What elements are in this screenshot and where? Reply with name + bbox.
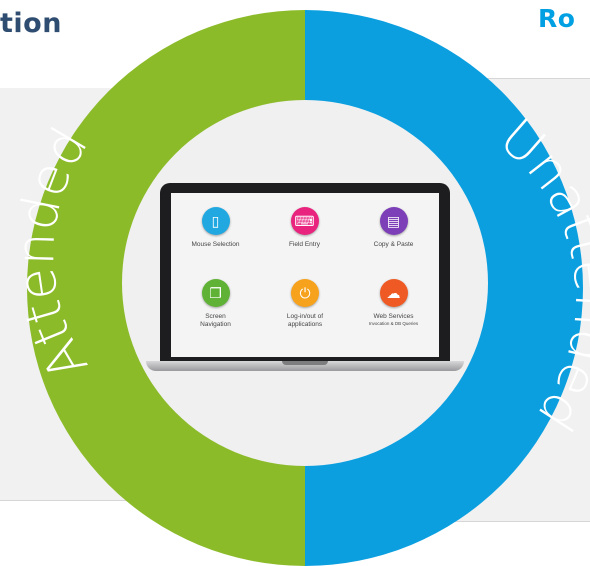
app-login-logout: ⏻ Log-in/out of applications	[265, 279, 345, 328]
app-label: Copy & Paste	[373, 241, 414, 248]
app-label: Field Entry	[288, 241, 321, 248]
app-screen-navigation: ❐ Screen Navigation	[183, 279, 248, 328]
app-label: Mouse Selection	[191, 241, 240, 248]
laptop-screen: ▯ Mouse Selection ⌨ Field Entry ▤ Copy &…	[171, 193, 439, 357]
power-icon: ⏻	[291, 279, 319, 307]
right-heading: Ro	[538, 4, 576, 33]
laptop-notch	[282, 361, 328, 365]
cloud-icon: ☁	[379, 279, 408, 307]
app-label: Log-in/out of applications	[286, 313, 324, 328]
laptop-bezel: ▯ Mouse Selection ⌨ Field Entry ▤ Copy &…	[160, 183, 450, 363]
mouse-icon: ▯	[201, 207, 230, 235]
clipboard-icon: ▤	[379, 207, 408, 235]
app-sublabel: Invocation & DB Queries	[368, 320, 419, 326]
password-field-icon: ⌨	[290, 207, 319, 235]
laptop-base	[146, 361, 464, 371]
app-web-services: ☁ Web Services Invocation & DB Queries	[349, 279, 438, 327]
app-copy-paste: ▤ Copy & Paste	[349, 207, 438, 249]
left-heading: tion	[0, 8, 62, 39]
app-label: Screen Navigation	[200, 313, 231, 328]
app-field-entry: ⌨ Field Entry	[260, 207, 349, 249]
app-label: Web Services	[373, 313, 414, 320]
app-mouse-selection: ▯ Mouse Selection	[171, 207, 260, 249]
windows-icon: ❐	[201, 279, 230, 307]
laptop-illustration: ▯ Mouse Selection ⌨ Field Entry ▤ Copy &…	[146, 183, 464, 380]
